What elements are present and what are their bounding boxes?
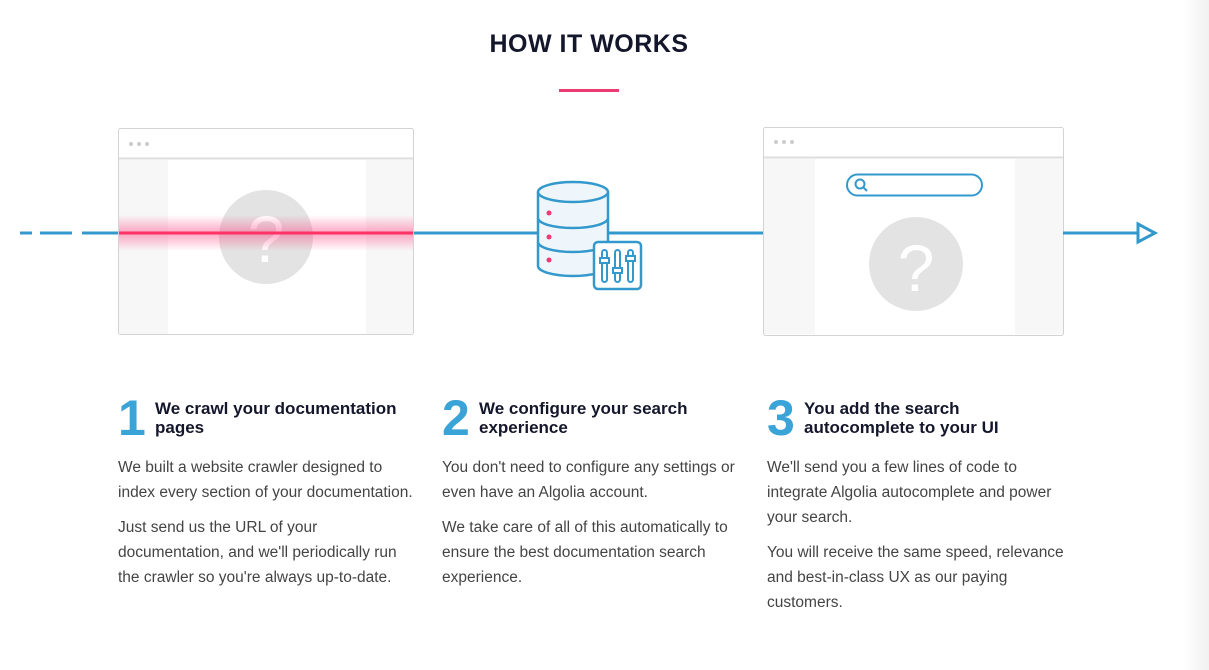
browser-search-illustration: ? [763,127,1064,336]
step-text: We built a website crawler designed to i… [118,459,413,501]
how-it-works-illustration: ? ? [20,127,1159,336]
step-number: 3 [767,390,795,446]
step-text: You don't need to configure any settings… [442,459,735,501]
step-text: You will receive the same speed, relevan… [767,544,1064,611]
step-heading: We configure your search experience [479,399,688,437]
title-underline [559,89,619,92]
search-box [846,173,983,197]
search-icon [854,178,868,192]
step-text: We'll send you a few lines of code to in… [767,459,1052,526]
question-icon [869,217,963,311]
step-text: Just send us the URL of your documentati… [118,519,397,586]
browser-crawl-illustration: ? [118,128,414,335]
page-edge-shadow [1183,0,1209,670]
step-heading: You add the search autocomplete to your … [804,399,999,437]
step-heading: We crawl your documentation pages [155,399,397,437]
step-number: 2 [442,390,470,446]
page-title: HOW IT WORKS [489,30,689,58]
arrow-right-icon [1063,221,1159,245]
svg-text:?: ? [898,231,935,305]
step-number: 1 [118,390,146,446]
database-settings-icon [536,180,643,291]
step-text: We take care of all of this automaticall… [442,519,728,586]
